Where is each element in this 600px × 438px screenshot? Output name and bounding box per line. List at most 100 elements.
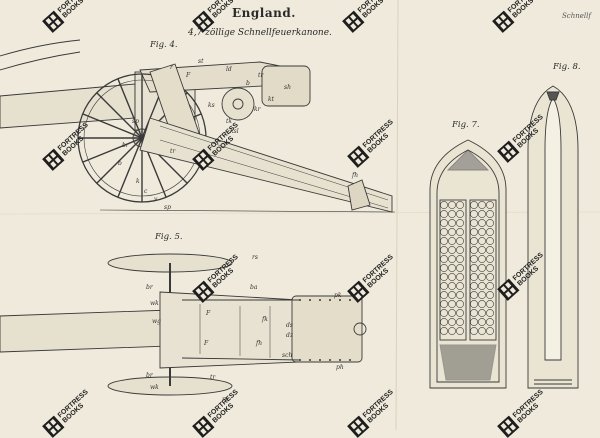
- shrapnel-ball: [456, 201, 464, 209]
- fortress-books-logo-icon: [41, 148, 65, 172]
- fig4-mark: ks: [208, 102, 215, 109]
- shrapnel-ball: [470, 300, 478, 308]
- shrapnel-ball: [478, 255, 486, 263]
- shrapnel-ball: [486, 300, 494, 308]
- fig5-mark: F: [204, 340, 209, 347]
- fig4-mark: kt: [268, 96, 275, 103]
- shrapnel-ball: [448, 291, 456, 299]
- fig4-label: Fig. 4.: [150, 40, 178, 50]
- fortress-books-logo-icon: [191, 148, 215, 172]
- shrapnel-ball: [456, 210, 464, 218]
- fig8-shell-section: [527, 85, 579, 389]
- plate-subtitle: 4,7 zöllige Schnellfeuerkanone.: [188, 28, 332, 38]
- shrapnel-ball: [440, 309, 448, 317]
- watermark: FORTRESS BOOKS: [341, 0, 395, 34]
- shrapnel-ball: [470, 237, 478, 245]
- shrapnel-ball: [478, 300, 486, 308]
- shrapnel-ball: [440, 264, 448, 272]
- shrapnel-ball: [470, 291, 478, 299]
- shrapnel-ball: [448, 264, 456, 272]
- shrapnel-ball: [478, 327, 486, 335]
- fig4-mark: tr: [258, 72, 264, 79]
- fig5-mark: wg: [152, 318, 161, 325]
- shrapnel-ball: [448, 237, 456, 245]
- fig5-mark: wk: [150, 384, 159, 391]
- shrapnel-ball: [456, 273, 464, 281]
- fig5-mark: tr: [210, 374, 216, 381]
- shrapnel-ball: [478, 282, 486, 290]
- shrapnel-ball: [478, 228, 486, 236]
- watermark: FORTRESS BOOKS: [491, 0, 545, 34]
- fig4-mark: sp: [164, 204, 171, 211]
- shrapnel-ball: [470, 246, 478, 254]
- fig5-mark: rs: [252, 254, 258, 261]
- shrapnel-ball: [486, 237, 494, 245]
- shrapnel-ball: [478, 201, 486, 209]
- shrapnel-ball: [456, 228, 464, 236]
- shrapnel-ball: [448, 327, 456, 335]
- fig5-mark: rs: [222, 396, 228, 403]
- watermark: FORTRESS BOOKS: [191, 0, 245, 34]
- shrapnel-ball: [470, 273, 478, 281]
- shrapnel-ball: [440, 273, 448, 281]
- fig5-mark: ph: [336, 364, 344, 371]
- shrapnel-ball: [440, 237, 448, 245]
- watermark: FORTRESS BOOKS: [41, 0, 95, 34]
- watermark: FORTRESS BOOKS: [496, 113, 550, 164]
- watermark: FORTRESS BOOKS: [346, 253, 400, 304]
- shrapnel-ball: [456, 291, 464, 299]
- shrapnel-ball: [486, 264, 494, 272]
- shrapnel-ball: [486, 318, 494, 326]
- fig4-mark: ld: [226, 66, 232, 73]
- shrapnel-ball: [486, 282, 494, 290]
- shrapnel-ball: [448, 282, 456, 290]
- fig4-mark: F: [186, 72, 191, 79]
- shrapnel-ball: [470, 309, 478, 317]
- fig4-mark: c: [144, 188, 148, 195]
- fig5-mark: pk: [334, 292, 342, 299]
- fig4-mark: b: [118, 160, 122, 167]
- shrapnel-ball: [486, 201, 494, 209]
- fig5-mark: ds: [286, 322, 293, 329]
- shrapnel-ball: [448, 201, 456, 209]
- shrapnel-ball: [478, 273, 486, 281]
- shrapnel-ball: [440, 228, 448, 236]
- shrapnel-ball: [456, 246, 464, 254]
- shrapnel-ball: [478, 246, 486, 254]
- shrapnel-ball: [448, 219, 456, 227]
- shrapnel-ball: [478, 219, 486, 227]
- shrapnel-ball: [470, 210, 478, 218]
- fig8-label: Fig. 8.: [553, 62, 581, 72]
- fig5-label: Fig. 5.: [155, 232, 183, 242]
- shrapnel-ball: [470, 219, 478, 227]
- shrapnel-ball: [448, 300, 456, 308]
- shrapnel-ball: [470, 282, 478, 290]
- fig5-mark: ba: [250, 284, 258, 291]
- shrapnel-ball: [486, 246, 494, 254]
- shrapnel-ball: [440, 201, 448, 209]
- fig7-shell-section: [429, 139, 507, 389]
- shrapnel-ball: [440, 282, 448, 290]
- fortress-books-logo-icon: [191, 10, 215, 34]
- shrapnel-ball: [470, 318, 478, 326]
- watermark: FORTRESS BOOKS: [496, 251, 550, 302]
- fig4-mark: tk: [226, 118, 233, 125]
- fortress-books-logo-icon: [496, 278, 520, 302]
- shrapnel-ball: [440, 327, 448, 335]
- shrapnel-ball: [478, 291, 486, 299]
- shrapnel-ball: [456, 264, 464, 272]
- shrapnel-ball: [456, 327, 464, 335]
- shrapnel-ball: [448, 309, 456, 317]
- shrapnel-ball: [448, 246, 456, 254]
- fig5-mark: F: [206, 310, 211, 317]
- fig4-mark: sp: [132, 118, 139, 125]
- shrapnel-ball: [470, 228, 478, 236]
- watermark: FORTRESS BOOKS: [191, 121, 245, 172]
- fig4-mark: sh: [284, 84, 291, 91]
- fortress-books-logo-icon: [346, 145, 370, 169]
- fortress-books-logo-icon: [346, 280, 370, 304]
- fig4-mark: br: [122, 142, 129, 149]
- shrapnel-ball: [456, 309, 464, 317]
- shrapnel-ball: [478, 237, 486, 245]
